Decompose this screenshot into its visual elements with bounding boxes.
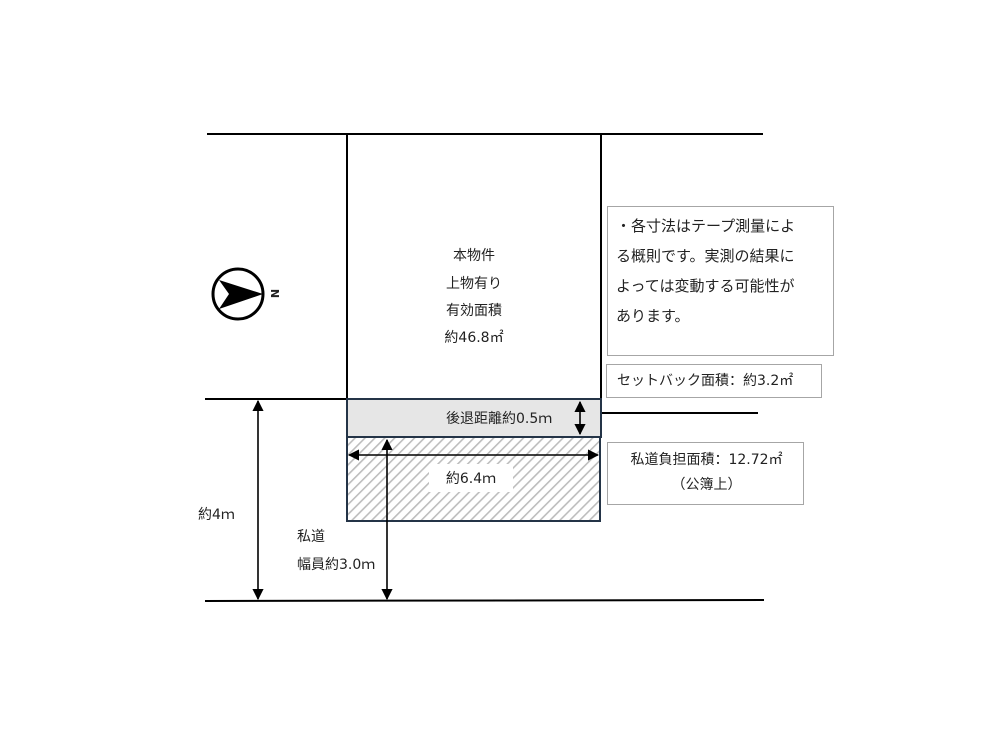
setback-distance-label: 後退距離約0.5ｍ bbox=[446, 411, 553, 427]
property-label-2: 上物有り bbox=[446, 276, 502, 292]
compass-north-letter: N bbox=[268, 288, 282, 299]
private-road-burden-label: 私道負担面積：12.72㎡ bbox=[630, 452, 783, 468]
setback-area-label: セットバック面積：約3.2㎡ bbox=[617, 373, 794, 389]
private-road-width-label: 幅員約3.0ｍ bbox=[297, 557, 376, 573]
note-line-3: よっては変動する可能性が bbox=[616, 277, 795, 295]
note-line-2: る概則です。実測の結果に bbox=[616, 247, 795, 265]
note-line-1: ・各寸法はテープ測量によ bbox=[616, 217, 796, 235]
property-area-label: 約46.8㎡ bbox=[444, 330, 504, 346]
property-label-3: 有効面積 bbox=[446, 303, 502, 319]
setback-area-box: セットバック面積：約3.2㎡ bbox=[606, 364, 822, 398]
setback-strip bbox=[346, 398, 602, 438]
private-road-label: 私道 bbox=[297, 529, 325, 545]
north-compass-icon bbox=[211, 267, 265, 321]
bottom-boundary-line bbox=[204, 599, 765, 602]
note-box: ・各寸法はテープ測量によ る概則です。実測の結果に よっては変動する可能性が あ… bbox=[607, 206, 834, 356]
width-label-backdrop bbox=[429, 464, 513, 492]
private-road-burden-box: 私道負担面積：12.72㎡ （公簿上） bbox=[607, 442, 804, 505]
note-line-4: あります。 bbox=[616, 307, 690, 325]
frontage-width-label: 約6.4ｍ bbox=[445, 471, 497, 487]
property-label-1: 本物件 bbox=[453, 248, 495, 264]
road-width-label: 約4ｍ bbox=[198, 507, 235, 523]
private-road-burden-note: （公簿上） bbox=[671, 477, 742, 493]
